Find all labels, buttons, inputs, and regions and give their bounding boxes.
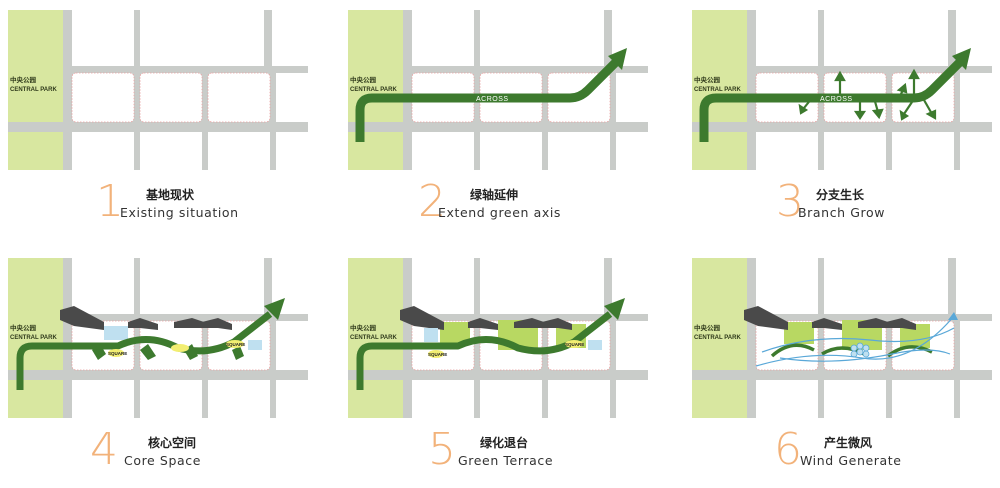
buildings	[60, 306, 232, 330]
wind-arrowhead-icon	[948, 312, 958, 320]
axis-arrowhead-icon	[604, 298, 625, 320]
step-panel-3: 中央公园 CENTRAL PARK ACROSS 3 分支生长 Branch G…	[692, 10, 992, 240]
buildings	[400, 306, 572, 330]
park-label-zh: 中央公园	[350, 323, 377, 332]
park-label-en: CENTRAL PARK	[350, 87, 397, 93]
park-label-en: CENTRAL PARK	[10, 335, 57, 341]
site-map-branch-grow: 中央公园 CENTRAL PARK ACROSS	[692, 10, 992, 170]
step-panel-4: SQUARE SQUARE 中央公园 CENTRAL PARK 4 核心空间 C…	[8, 258, 308, 488]
step-number: 5	[428, 424, 456, 475]
site-map-core-space: SQUARE SQUARE 中央公园 CENTRAL PARK	[8, 258, 308, 418]
step-title-zh: 产生微风	[824, 436, 873, 450]
square-label: SQUARE	[108, 351, 127, 356]
axis-label: ACROSS	[820, 96, 853, 103]
square-label: SQUARE	[565, 342, 584, 347]
step-title-zh: 核心空间	[148, 436, 197, 450]
water-circles	[850, 342, 870, 358]
park-label-zh: 中央公园	[694, 323, 721, 332]
step-caption-2: 2 绿轴延伸 Extend green axis	[348, 178, 648, 238]
site-block-3	[207, 72, 271, 123]
step-caption-4: 4 核心空间 Core Space	[8, 426, 308, 486]
step-panel-6: 中央公园 CENTRAL PARK 6 产生微风 Wind Generate	[692, 258, 992, 488]
step-panel-5: SQUARE SQUARE 中央公园 CENTRAL PARK 5 绿化退台 G…	[348, 258, 648, 488]
step-title-en: Existing situation	[120, 205, 239, 220]
step-caption-5: 5 绿化退台 Green Terrace	[348, 426, 648, 486]
step-title-en: Wind Generate	[800, 453, 902, 468]
step-caption-6: 6 产生微风 Wind Generate	[692, 426, 992, 486]
step-title-zh: 绿化退台	[480, 436, 529, 450]
step-caption-1: 1 基地现状 Existing situation	[8, 178, 308, 238]
step-title-zh: 分支生长	[816, 188, 865, 202]
step-number: 2	[418, 176, 446, 227]
site-block-2	[139, 72, 203, 123]
axis-label: ACROSS	[476, 96, 509, 103]
step-number: 1	[96, 176, 124, 227]
square-label: SQUARE	[226, 342, 245, 347]
step-number: 4	[90, 424, 118, 475]
step-title-zh: 基地现状	[146, 188, 195, 202]
step-number: 6	[774, 424, 802, 475]
park-label-zh: 中央公园	[350, 75, 377, 84]
axis-arrowhead-icon	[952, 48, 971, 70]
step-title-en: Core Space	[124, 453, 201, 468]
step-title-zh: 绿轴延伸	[470, 188, 519, 202]
central-park	[8, 10, 63, 122]
branch-arrows	[798, 68, 937, 121]
axis-arrowhead-icon	[608, 48, 627, 70]
step-number: 3	[776, 176, 804, 227]
axis-arrowhead-icon	[264, 298, 285, 320]
park-label-zh: 中央公园	[10, 75, 37, 84]
green-axis	[355, 58, 620, 142]
park-label-en: CENTRAL PARK	[10, 87, 57, 93]
step-title-en: Green Terrace	[458, 453, 554, 468]
park-label-zh: 中央公园	[694, 75, 721, 84]
park-label-en: CENTRAL PARK	[350, 335, 397, 341]
step-panel-2: 中央公园 CENTRAL PARK ACROSS 2 绿轴延伸 Extend g…	[348, 10, 648, 240]
park-label-en: CENTRAL PARK	[694, 335, 741, 341]
site-map-green-terrace: SQUARE SQUARE 中央公园 CENTRAL PARK	[348, 258, 648, 418]
park-label-zh: 中央公园	[10, 323, 37, 332]
water	[104, 326, 128, 340]
site-map-existing: 中央公园 CENTRAL PARK	[8, 10, 308, 170]
buildings	[744, 306, 916, 330]
site-block-1	[71, 72, 135, 123]
step-panel-1: 中央公园 CENTRAL PARK 1 基地现状 Existing situat…	[8, 10, 308, 240]
park-label-en: CENTRAL PARK	[694, 87, 741, 93]
step-caption-3: 3 分支生长 Branch Grow	[692, 178, 992, 238]
square-label: SQUARE	[428, 352, 447, 357]
step-title-en: Branch Grow	[798, 205, 886, 220]
step-title-en: Extend green axis	[438, 205, 562, 220]
site-map-green-axis: 中央公园 CENTRAL PARK ACROSS	[348, 10, 648, 170]
wind-flow-lines	[755, 315, 955, 367]
site-map-wind: 中央公园 CENTRAL PARK	[692, 258, 992, 418]
